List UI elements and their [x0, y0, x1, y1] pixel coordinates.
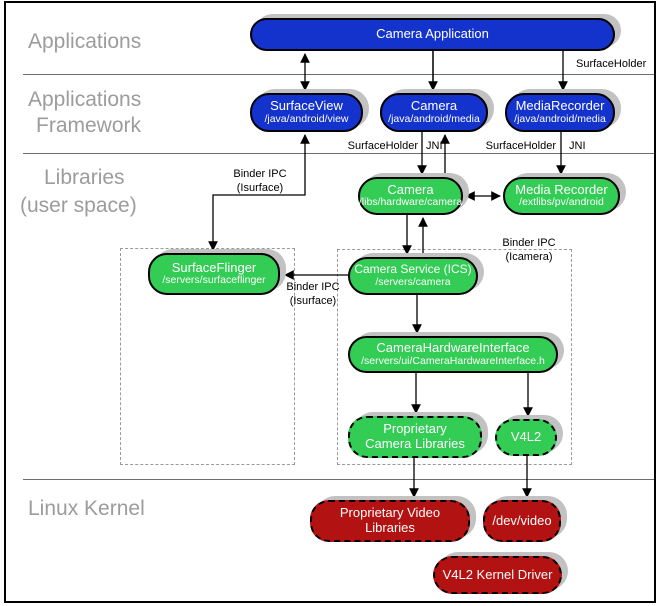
node-camera-lib: Camera /libs/hardware/camera [358, 177, 463, 215]
label-line: (Isurface) [289, 295, 337, 308]
surfaceflinger-process-boundary [120, 248, 295, 465]
node-v4l2-kernel-driver: V4L2 Kernel Driver [433, 556, 562, 594]
node-media-recorder-lib: Media Recorder /extlibs/pv/android [503, 177, 620, 215]
node-title: Camera Service (ICS) [354, 262, 472, 277]
node-title: V4L2 [510, 429, 542, 445]
node-path: /java/android/media [514, 112, 606, 125]
node-title: SurfaceView [270, 98, 343, 114]
label-line: (Icamera) [505, 251, 553, 264]
layer-label-linux-kernel: Linux Kernel [28, 497, 145, 520]
label-line: (Isurface) [236, 182, 284, 195]
layer-divider-applications [23, 74, 654, 75]
node-title: Camera Application [376, 26, 489, 42]
label-binder-ipc-isurface-service: Binder IPC (Isurface) [263, 280, 363, 309]
node-title: MediaRecorder [515, 98, 605, 114]
node-path: /servers/ui/CameraHardwareInterface.h [361, 354, 545, 367]
node-path: /servers/camera [375, 275, 451, 288]
node-camera-hardware-interface: CameraHardwareInterface /servers/ui/Came… [348, 336, 558, 373]
camera-service-process-boundary [337, 249, 572, 465]
label-jni-camera: JNI [426, 140, 443, 152]
node-title: Camera [387, 181, 434, 197]
layer-label-applications: Applications [28, 30, 142, 53]
node-title: Proprietary Camera Libraries [365, 421, 465, 451]
node-camera-application: Camera Application [250, 18, 615, 51]
label-jni-recorder: JNI [569, 140, 586, 152]
node-path: /libs/hardware/camera [358, 196, 463, 209]
node-dev-video: /dev/video [483, 500, 561, 542]
node-path: /servers/surfaceflinger [162, 274, 266, 287]
node-path: /java/android/view [264, 112, 349, 125]
node-path: /java/android/media [388, 112, 480, 125]
node-title: Camera [410, 98, 458, 114]
layer-label-libraries-line2: (user space) [20, 194, 137, 217]
layer-label-libraries-line1: Libraries [44, 166, 125, 189]
node-title: V4L2 Kernel Driver [442, 566, 553, 582]
node-proprietary-camera-libraries: Proprietary Camera Libraries [348, 416, 482, 458]
node-title: Media Recorder [515, 181, 608, 197]
node-title: /dev/video [492, 512, 552, 528]
label-line: Binder IPC [286, 281, 340, 293]
node-v4l2: V4L2 [495, 419, 557, 456]
node-proprietary-video-libraries: Proprietary Video Libraries [310, 500, 470, 542]
label-binder-ipc-icamera: Binder IPC (Icamera) [479, 236, 579, 265]
layer-divider-framework [23, 153, 654, 154]
layer-divider-libraries [23, 479, 654, 480]
label-line: Binder IPC [502, 237, 556, 249]
diagram-outer-border [4, 1, 656, 603]
layer-label-framework-line2: Framework [36, 114, 142, 137]
node-surfaceflinger: SurfaceFlinger /servers/surfaceflinger [148, 253, 280, 295]
label-line: Binder IPC [233, 168, 287, 180]
node-mediarecorder-java: MediaRecorder /java/android/media [505, 93, 615, 132]
node-camera-service: Camera Service (ICS) /servers/camera [348, 257, 478, 295]
node-path: /extlibs/pv/android [519, 196, 604, 209]
label-binder-ipc-isurface-view: Binder IPC (Isurface) [210, 167, 310, 196]
layer-label-framework-line1: Applications [28, 88, 142, 111]
node-title: CameraHardwareInterface [376, 340, 530, 356]
label-surfaceholder-recorder: SurfaceHolder [485, 140, 556, 152]
node-title: SurfaceFlinger [171, 259, 257, 275]
label-surfaceholder-camera: SurfaceHolder [347, 140, 418, 152]
node-surfaceview: SurfaceView /java/android/view [250, 93, 363, 132]
label-surfaceholder-top: SurfaceHolder [576, 58, 647, 70]
node-camera-java: Camera /java/android/media [380, 93, 488, 132]
node-title: Proprietary Video Libraries [339, 505, 441, 535]
